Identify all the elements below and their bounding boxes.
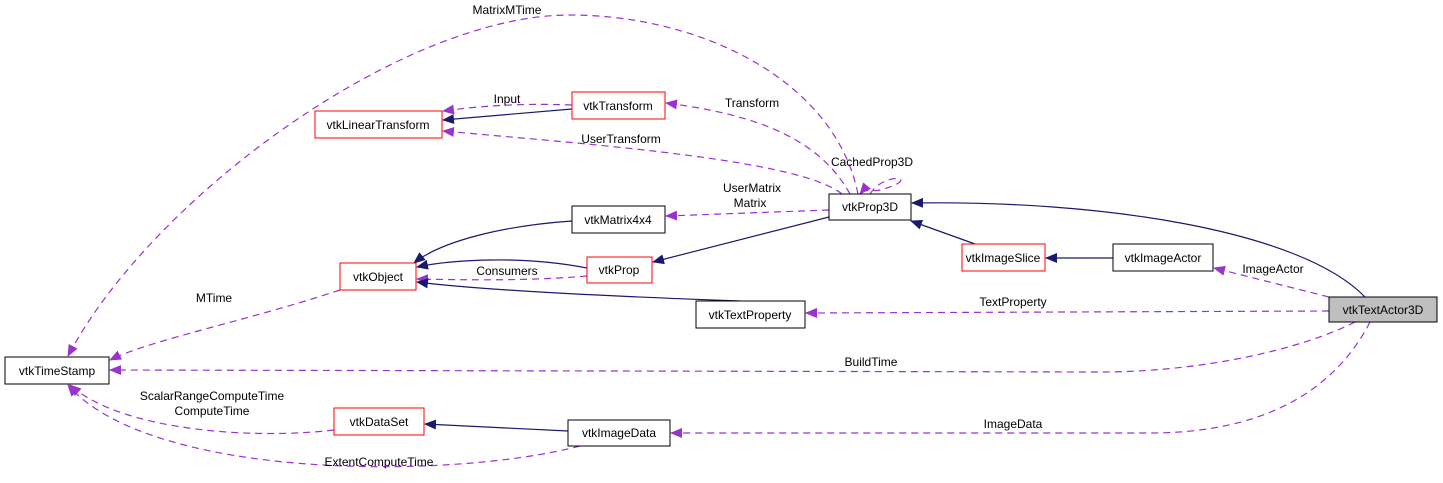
- edge-prop-object-consumers: [416, 274, 588, 285]
- svg-text:vtkTransform: vtkTransform: [583, 99, 653, 113]
- node-vtkdataset[interactable]: vtkDataSet: [333, 407, 425, 436]
- svg-text:vtkTimeStamp: vtkTimeStamp: [19, 364, 96, 378]
- label-consumers: Consumers: [476, 264, 537, 278]
- edge-prop3d-timestamp: [67, 14, 859, 357]
- edge-prop3d-prop: [652, 216, 830, 265]
- edge-transform-lineartransform: [442, 108, 573, 125]
- node-vtktextactor3d[interactable]: vtkTextActor3D: [1328, 296, 1438, 323]
- label-cachedprop3d: CachedProp3D: [831, 155, 913, 169]
- label-extentcomputetime: ExtentComputeTime: [325, 455, 434, 469]
- label-imageactor: ImageActor: [1242, 262, 1303, 276]
- svg-text:vtkImageData: vtkImageData: [582, 426, 656, 440]
- svg-text:vtkProp3D: vtkProp3D: [842, 200, 898, 214]
- edge-textactor3d-imageactor: [1213, 265, 1330, 298]
- node-vtktransform[interactable]: vtkTransform: [571, 91, 666, 120]
- edge-textactor3d-timestamp: [109, 321, 1356, 376]
- edge-textactor3d-textproperty: [805, 307, 1330, 318]
- svg-text:vtkTextActor3D: vtkTextActor3D: [1343, 303, 1424, 317]
- svg-text:vtkDataSet: vtkDataSet: [350, 415, 409, 429]
- label-computetime: ComputeTime: [175, 404, 250, 418]
- edge-prop3d-lineartransform: [442, 126, 843, 195]
- svg-text:vtkImageSlice: vtkImageSlice: [966, 251, 1041, 265]
- node-vtkimagedata[interactable]: vtkImageData: [567, 419, 671, 447]
- svg-text:vtkLinearTransform: vtkLinearTransform: [327, 118, 430, 132]
- edge-prop-object: [416, 259, 588, 270]
- label-matrix: Matrix: [734, 196, 767, 210]
- label-buildtime: BuildTime: [845, 355, 898, 369]
- node-vtkprop3d[interactable]: vtkProp3D: [828, 193, 912, 221]
- label-usermatrix: UserMatrix: [723, 181, 781, 195]
- edge-object-timestamp: [109, 289, 341, 361]
- label-usertransform: UserTransform: [581, 132, 661, 146]
- edge-imagedata-dataset: [424, 419, 569, 432]
- svg-text:vtkImageActor: vtkImageActor: [1125, 251, 1202, 265]
- edge-dataset-timestamp: [69, 384, 335, 435]
- svg-text:vtkProp: vtkProp: [599, 263, 640, 277]
- svg-text:vtkMatrix4x4: vtkMatrix4x4: [584, 213, 652, 227]
- edge-textactor3d-prop3d: [911, 197, 1366, 298]
- label-scalarrangecomputetime: ScalarRangeComputeTime: [140, 389, 285, 403]
- svg-text:vtkTextProperty: vtkTextProperty: [709, 308, 792, 322]
- edge-prop3d-self: [859, 177, 902, 195]
- edge-matrix4x4-object: [413, 220, 573, 264]
- node-vtkmatrix4x4[interactable]: vtkMatrix4x4: [571, 205, 666, 234]
- node-vtklineartransform[interactable]: vtkLinearTransform: [314, 110, 443, 139]
- node-vtkimageslice[interactable]: vtkImageSlice: [961, 243, 1046, 272]
- label-mtime: MTime: [196, 291, 233, 305]
- node-vtkobject[interactable]: vtkObject: [339, 262, 417, 291]
- node-vtkprop[interactable]: vtkProp: [586, 256, 653, 284]
- edge-imageslice-prop3d: [910, 220, 976, 245]
- edge-transform-lineartransform-input: [442, 103, 573, 115]
- label-matrixmtime: MatrixMTime: [473, 3, 542, 17]
- edge-textproperty-object: [416, 278, 741, 302]
- node-vtktextproperty[interactable]: vtkTextProperty: [695, 300, 806, 329]
- label-input: Input: [494, 92, 521, 106]
- label-textproperty: TextProperty: [979, 295, 1046, 309]
- node-vtkimageactor[interactable]: vtkImageActor: [1112, 243, 1214, 272]
- svg-text:vtkObject: vtkObject: [353, 270, 404, 284]
- label-imagedata: ImageData: [984, 417, 1043, 431]
- node-vtktimestamp[interactable]: vtkTimeStamp: [4, 356, 110, 385]
- edge-prop3d-matrix4x4: [665, 209, 830, 221]
- label-transform: Transform: [725, 96, 779, 110]
- edge-imagedata-timestamp: [67, 384, 581, 468]
